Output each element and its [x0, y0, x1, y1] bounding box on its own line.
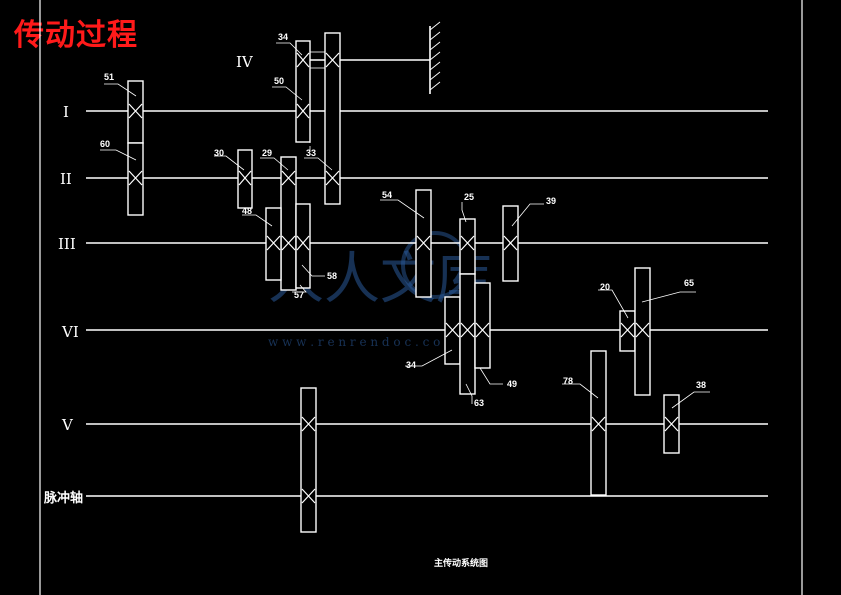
gear-58 — [295, 203, 311, 289]
gear-51 — [127, 80, 144, 144]
shaft-label-V: V — [61, 416, 74, 434]
gears — [127, 32, 680, 533]
diagram-title: 传动过程 — [14, 18, 138, 53]
diagram-caption: 主传动系统图 — [434, 557, 488, 569]
gear-label-48: 48 — [242, 206, 252, 216]
gear-label-29: 29 — [262, 148, 272, 158]
gear-34-50 — [295, 40, 311, 143]
gear-label-60: 60 — [100, 139, 110, 149]
dashed-links — [309, 50, 326, 150]
watermark-url: w w w . r e n r e n d o c . c o m — [268, 335, 456, 349]
gear-label-63: 63 — [474, 398, 484, 408]
gear-label-25: 25 — [464, 192, 474, 202]
gear-label-58: 58 — [327, 271, 337, 281]
frame — [39, 0, 803, 595]
gear-label-30: 30 — [214, 148, 224, 158]
gear-label-34: 34 — [278, 32, 288, 42]
gear-label-34-vi: 34 — [406, 360, 416, 370]
shaft-label-VI: VI — [61, 323, 79, 341]
gear-30 — [237, 149, 253, 209]
gear-33-tall — [324, 32, 341, 205]
gear-25 — [459, 218, 476, 275]
gear-48 — [265, 207, 282, 281]
gear-labels: 51 60 34 50 30 29 33 48 57 58 54 25 39 3… — [100, 32, 706, 408]
gear-78 — [590, 350, 607, 496]
gear-label-50: 50 — [274, 76, 284, 86]
gear-29 — [280, 156, 297, 291]
fixed-wall-icon — [429, 21, 441, 94]
gear-60 — [127, 142, 144, 216]
mesh-crosses — [128, 52, 679, 504]
shaft-label-pulse: 脉冲轴 — [43, 490, 83, 506]
gear-label-54: 54 — [382, 190, 392, 200]
gear-label-38: 38 — [696, 380, 706, 390]
gear-label-33: 33 — [306, 148, 316, 158]
gear-label-78: 78 — [563, 376, 573, 386]
gear-label-20: 20 — [600, 282, 610, 292]
gear-label-65: 65 — [684, 278, 694, 288]
shaft-label-II: II — [60, 170, 72, 188]
gear-label-49: 49 — [507, 379, 517, 389]
shaft-label-I: I — [63, 103, 69, 121]
gear-63 — [459, 273, 476, 395]
shaft-label-III: III — [58, 235, 76, 253]
gear-49 — [474, 282, 491, 369]
gear-label-57: 57 — [294, 290, 304, 300]
gear-pulse — [300, 387, 317, 533]
shaft-label-IV: IV — [236, 53, 254, 71]
gear-65 — [634, 267, 651, 396]
shaft-labels: I II III IV VI V 脉冲轴 — [43, 53, 254, 506]
leader-lines — [100, 42, 710, 409]
gear-label-51: 51 — [104, 72, 114, 82]
gear-label-39: 39 — [546, 196, 556, 206]
